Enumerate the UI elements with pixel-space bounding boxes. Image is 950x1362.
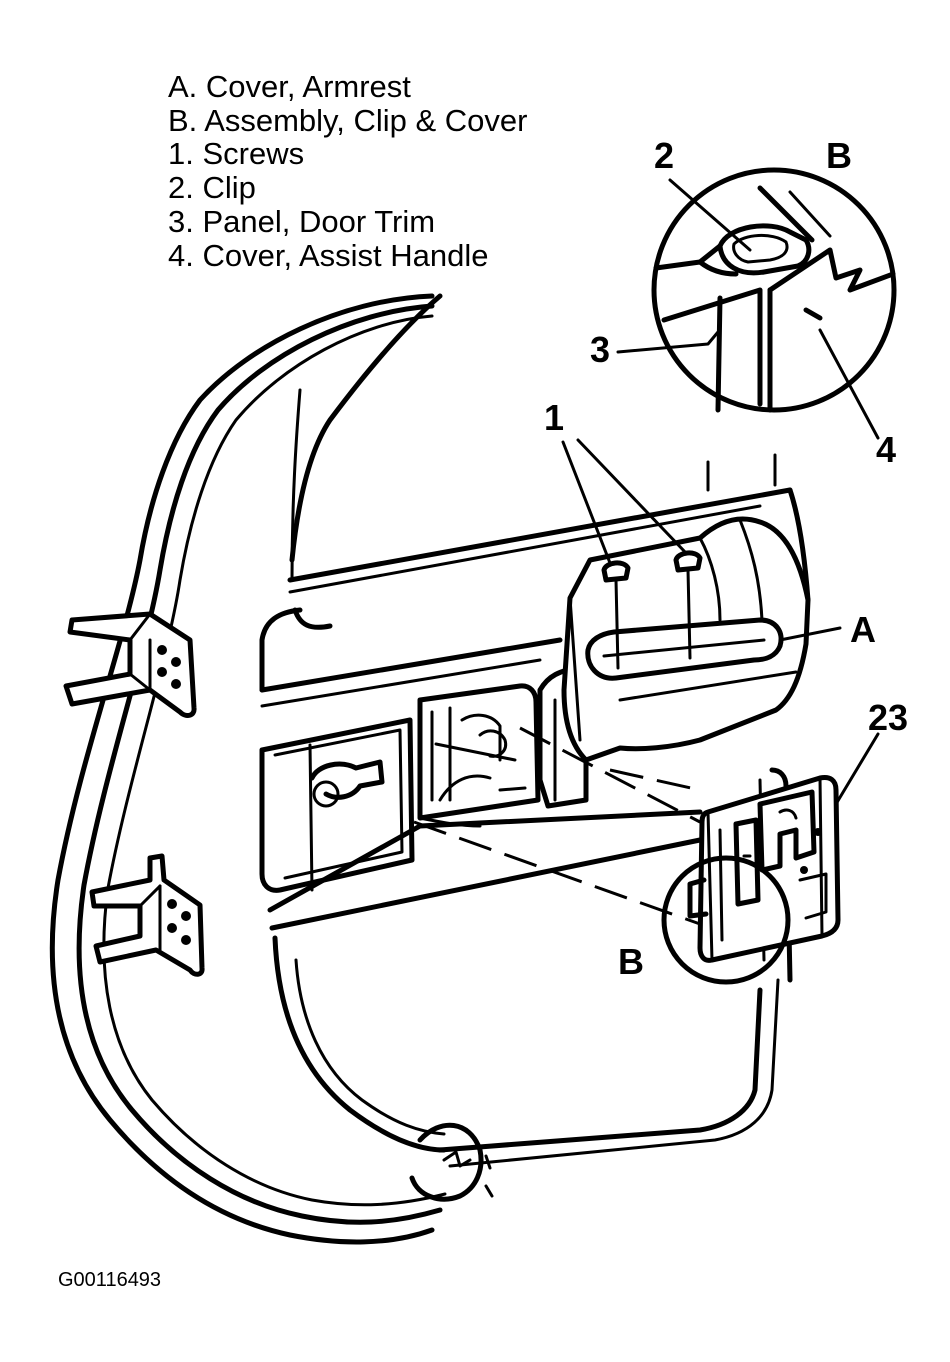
callout-a: A xyxy=(850,609,876,650)
upper-hinge xyxy=(63,611,197,718)
legend-item-a: A. Cover, Armrest xyxy=(168,69,411,104)
legend-item-1: 1. Screws xyxy=(168,136,305,172)
callout-2: 2 xyxy=(654,135,674,176)
legend-item-2: 2. Clip xyxy=(168,170,256,206)
callout-23: 23 xyxy=(868,697,908,738)
screws xyxy=(601,550,703,670)
detail-inset xyxy=(651,167,897,413)
callout-1: 1 xyxy=(544,397,564,438)
legend-item-4: 4. Cover, Assist Handle xyxy=(168,237,489,273)
legend: A. Cover, Armrest B. Assembly, Clip & Co… xyxy=(168,70,527,272)
lower-hinge xyxy=(89,853,205,977)
callout-4: 4 xyxy=(876,429,896,470)
legend-item-b: B. Assembly, Clip & Cover xyxy=(168,102,528,138)
clip-cover-assembly xyxy=(687,775,841,963)
leader-lines xyxy=(561,178,880,806)
door-frame xyxy=(49,293,811,1245)
assembly-lines xyxy=(413,726,701,926)
legend-item-3: 3. Panel, Door Trim xyxy=(168,203,436,239)
callout-b-detail: B xyxy=(826,135,852,176)
callout-b-assembly: B xyxy=(618,941,644,982)
figure-id: G00116493 xyxy=(58,1269,161,1291)
callout-3: 3 xyxy=(590,329,610,370)
detail-circle-lower xyxy=(661,855,791,985)
